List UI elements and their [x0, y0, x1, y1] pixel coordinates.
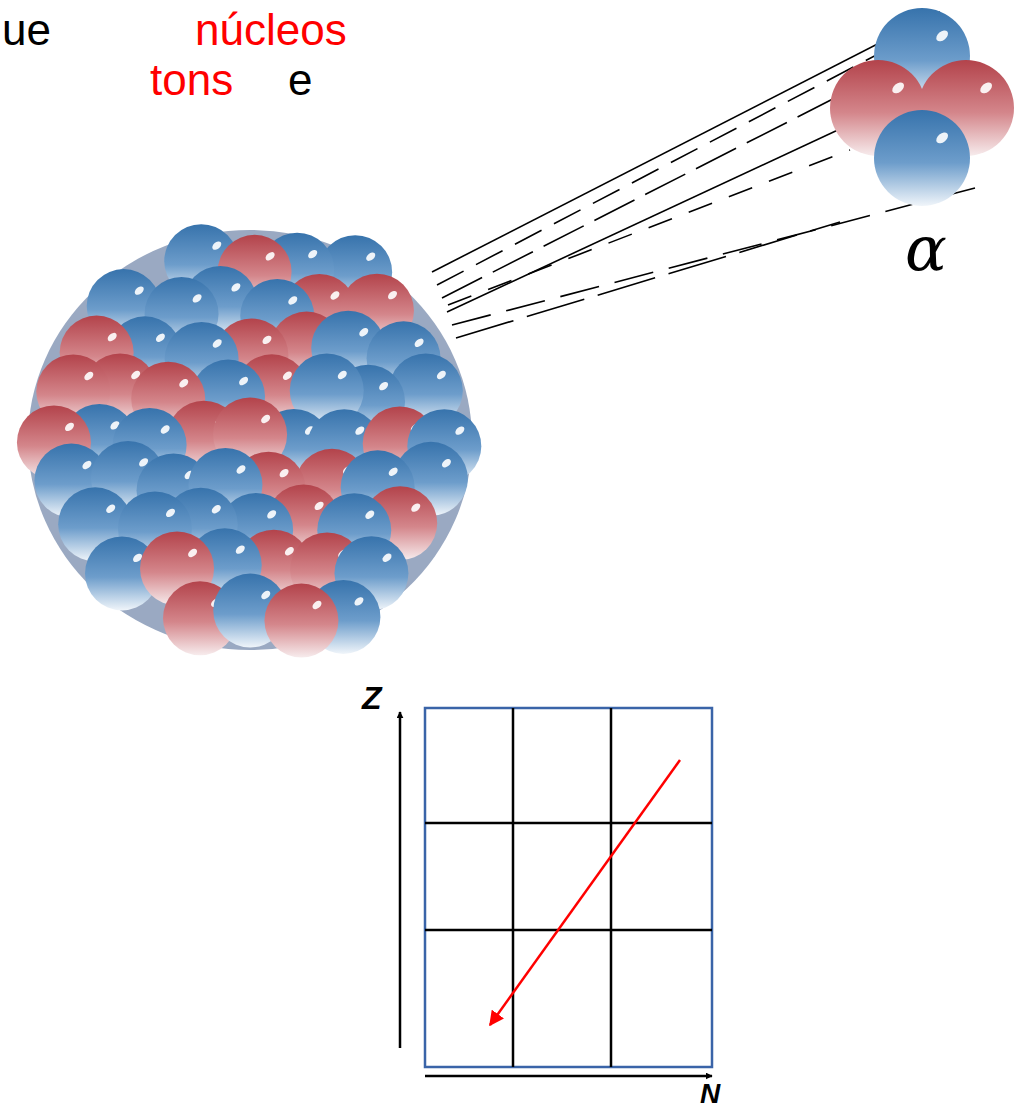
text-fragment: e [288, 58, 312, 102]
z-axis [399, 712, 402, 1048]
alpha-symbol: α [905, 218, 947, 280]
proton [264, 584, 338, 658]
trajectory-line [447, 115, 870, 312]
nz-chart [400, 708, 712, 1076]
neutron [874, 110, 970, 206]
alpha-particle [830, 8, 1014, 206]
n-axis [425, 1075, 712, 1078]
trajectory-line [456, 222, 840, 338]
trajectory-line [452, 188, 975, 325]
nucleus-illustration [17, 224, 481, 657]
trajectory-line [432, 12, 940, 272]
trajectory-line [442, 75, 880, 298]
trajectory-line [437, 40, 905, 285]
trajectory-line [448, 150, 850, 305]
highlight-word: núcleos [195, 8, 347, 52]
decay-arrow [490, 760, 680, 1025]
axis-label: N [700, 1080, 720, 1108]
axis-label: Z [362, 682, 382, 714]
highlight-word: tons [150, 58, 233, 102]
text-fragment: ue [2, 8, 51, 52]
